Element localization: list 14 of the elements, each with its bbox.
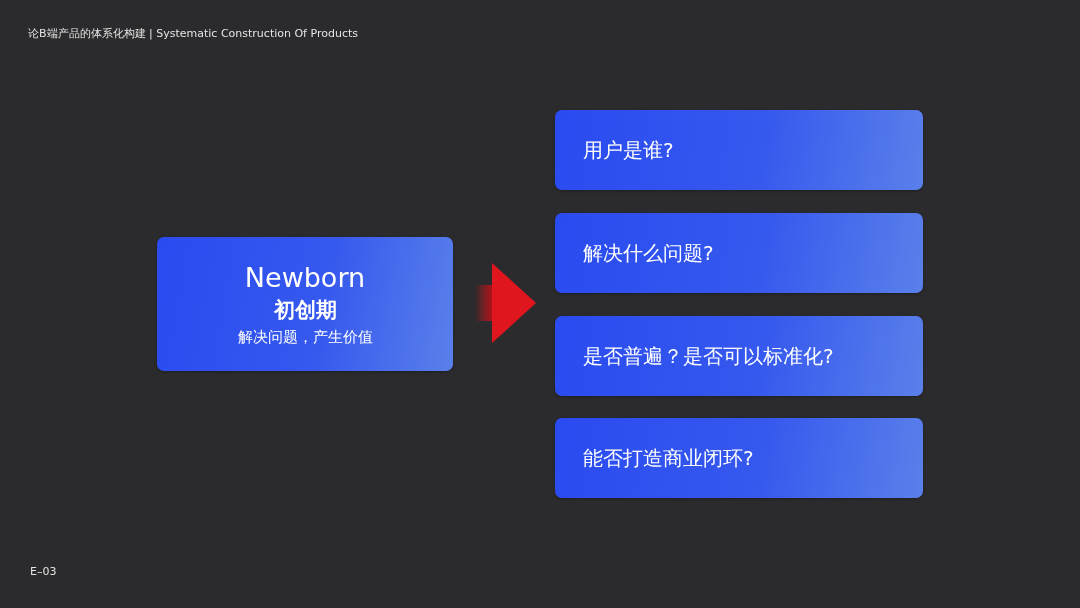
question-text: 是否普遍？是否可以标准化? — [583, 343, 834, 369]
page-number: E–03 — [30, 565, 57, 578]
stage-description: 解决问题，产生价值 — [237, 328, 373, 348]
question-card — [555, 110, 923, 190]
question-card — [555, 418, 923, 498]
question-card — [555, 213, 923, 293]
stage-card — [157, 237, 453, 371]
question-text: 能否打造商业闭环? — [583, 445, 754, 471]
stage-subtitle: 初创期 — [273, 297, 337, 325]
question-text: 用户是谁? — [583, 137, 674, 163]
question-text: 解决什么问题? — [583, 240, 714, 266]
stage-name: Newborn — [244, 261, 366, 296]
page-title: 论B端产品的体系化构建 | Systematic Construction Of Products — [28, 26, 358, 41]
question-card — [555, 316, 923, 396]
